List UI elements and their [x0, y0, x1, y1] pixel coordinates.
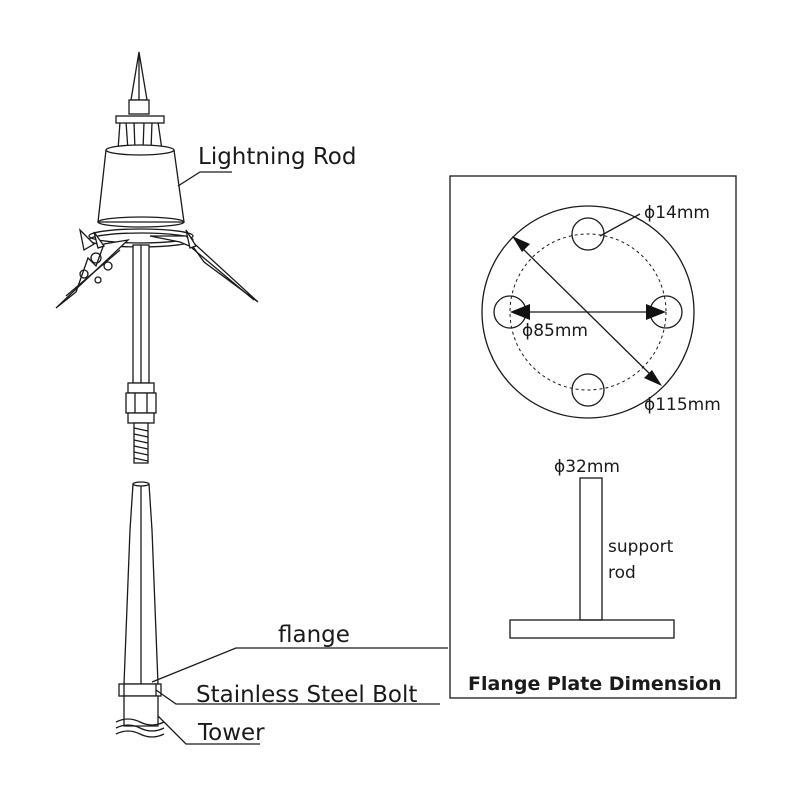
support-rod — [123, 481, 159, 685]
label-lightning-rod: Lightning Rod — [198, 144, 356, 170]
lightning-rod-blades — [55, 228, 259, 309]
label-stainless-steel-bolt: Stainless Steel Bolt — [196, 682, 417, 708]
label-flange: flange — [278, 622, 350, 648]
arrowhead-horiz-start — [510, 304, 530, 320]
lightning-rod-head — [88, 51, 194, 248]
arrowhead-horiz-end — [646, 304, 666, 320]
flange-plate-panel: ϕ14mm ϕ85mm ϕ115mm ϕ32mm support rod Fla… — [449, 175, 737, 699]
flange-plate-outline — [481, 205, 695, 419]
flange-bolt — [118, 683, 162, 697]
arrowhead-diag-end — [644, 370, 662, 386]
lightning-rod-shaft — [125, 244, 157, 464]
label-hole-diameter: ϕ14mm — [644, 203, 710, 223]
leader-lines — [151, 171, 448, 745]
panel-title: Flange Plate Dimension — [468, 673, 722, 695]
label-tower: Tower — [197, 720, 265, 746]
bolt-hole-bottom — [571, 373, 605, 407]
support-rod-side-view — [579, 477, 603, 621]
tower-stub — [115, 695, 165, 738]
arrowhead-diag-start — [512, 236, 530, 252]
label-support-rod-1: support — [608, 537, 674, 557]
flange-base-side-view — [509, 619, 675, 639]
label-support-rod-2: rod — [608, 563, 636, 583]
label-bolt-circle: ϕ85mm — [522, 321, 588, 341]
label-plate-diameter: ϕ115mm — [644, 395, 721, 415]
label-rod-diameter: ϕ32mm — [554, 457, 620, 477]
